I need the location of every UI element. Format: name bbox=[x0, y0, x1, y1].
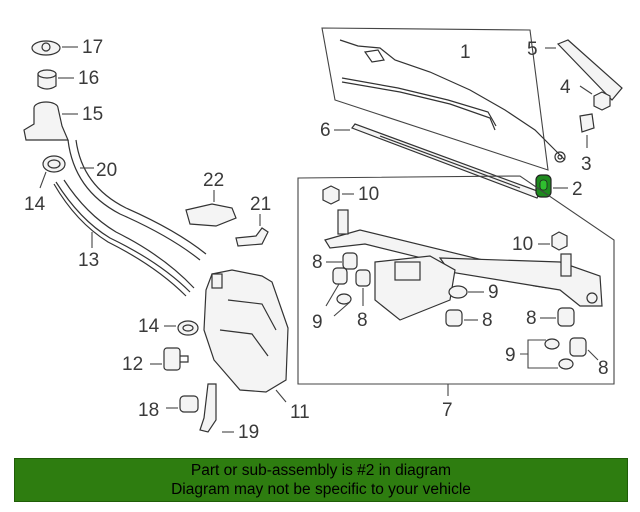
callout-8e: 8 bbox=[598, 358, 609, 379]
callout-22: 22 bbox=[203, 170, 224, 191]
callout-5: 5 bbox=[527, 39, 538, 60]
part-20-hose bbox=[67, 139, 207, 261]
callout-4: 4 bbox=[560, 77, 571, 98]
callout-21: 21 bbox=[250, 194, 271, 215]
part-4-nut bbox=[579, 85, 611, 111]
callout-8a: 8 bbox=[312, 252, 323, 273]
callout-3: 3 bbox=[581, 154, 592, 175]
callout-14b: 14 bbox=[138, 316, 160, 337]
part-18-sensor bbox=[166, 395, 199, 413]
part-2-highlighted-clip bbox=[535, 174, 568, 198]
part-16-cap bbox=[37, 69, 74, 90]
callout-8b: 8 bbox=[357, 310, 368, 331]
callout-15: 15 bbox=[82, 104, 103, 125]
callout-10a: 10 bbox=[358, 184, 379, 205]
wiper-blade-group bbox=[321, 27, 566, 171]
callout-11: 11 bbox=[290, 402, 310, 423]
callout-9a: 9 bbox=[312, 312, 323, 333]
part-14-seal-lower bbox=[164, 320, 199, 336]
callout-16: 16 bbox=[78, 68, 99, 89]
part-12-pump bbox=[150, 347, 189, 371]
callout-1: 1 bbox=[460, 42, 471, 63]
linkage-group bbox=[297, 175, 615, 396]
part-17-cap bbox=[31, 40, 78, 56]
footer-line-1: Part or sub-assembly is #2 in diagram bbox=[190, 462, 452, 479]
part-5-arm-cap bbox=[545, 39, 623, 101]
callout-9b: 9 bbox=[488, 282, 499, 303]
callout-9c: 9 bbox=[505, 345, 516, 366]
callout-8d: 8 bbox=[526, 308, 537, 329]
parts-diagram: 1 2 3 4 5 6 7 8 8 8 8 8 9 9 9 10 10 11 1… bbox=[23, 27, 623, 443]
part-3-cap bbox=[579, 113, 595, 148]
callout-14a: 14 bbox=[24, 194, 46, 215]
callout-7: 7 bbox=[442, 400, 453, 421]
part-22-connector bbox=[185, 190, 237, 227]
part-11-reservoir bbox=[203, 269, 289, 403]
callout-18: 18 bbox=[138, 400, 159, 421]
callout-2: 2 bbox=[572, 179, 583, 200]
callout-12: 12 bbox=[122, 354, 143, 375]
callout-17: 17 bbox=[82, 37, 103, 58]
part-19-level-switch bbox=[199, 383, 234, 433]
callout-6: 6 bbox=[320, 120, 331, 141]
part-13-hose bbox=[53, 179, 195, 297]
part-14-seal-upper bbox=[39, 155, 66, 189]
footer-line-2: Diagram may not be specific to your vehi… bbox=[171, 481, 471, 498]
callout-20: 20 bbox=[96, 160, 117, 181]
callout-13: 13 bbox=[78, 250, 99, 271]
callout-10b: 10 bbox=[512, 234, 533, 255]
part-21-hose bbox=[235, 214, 269, 247]
footer-banner: Part or sub-assembly is #2 in diagram Di… bbox=[14, 458, 628, 502]
callout-19: 19 bbox=[238, 422, 259, 443]
callout-8c: 8 bbox=[482, 310, 493, 331]
part-15-filler-neck bbox=[23, 101, 78, 141]
